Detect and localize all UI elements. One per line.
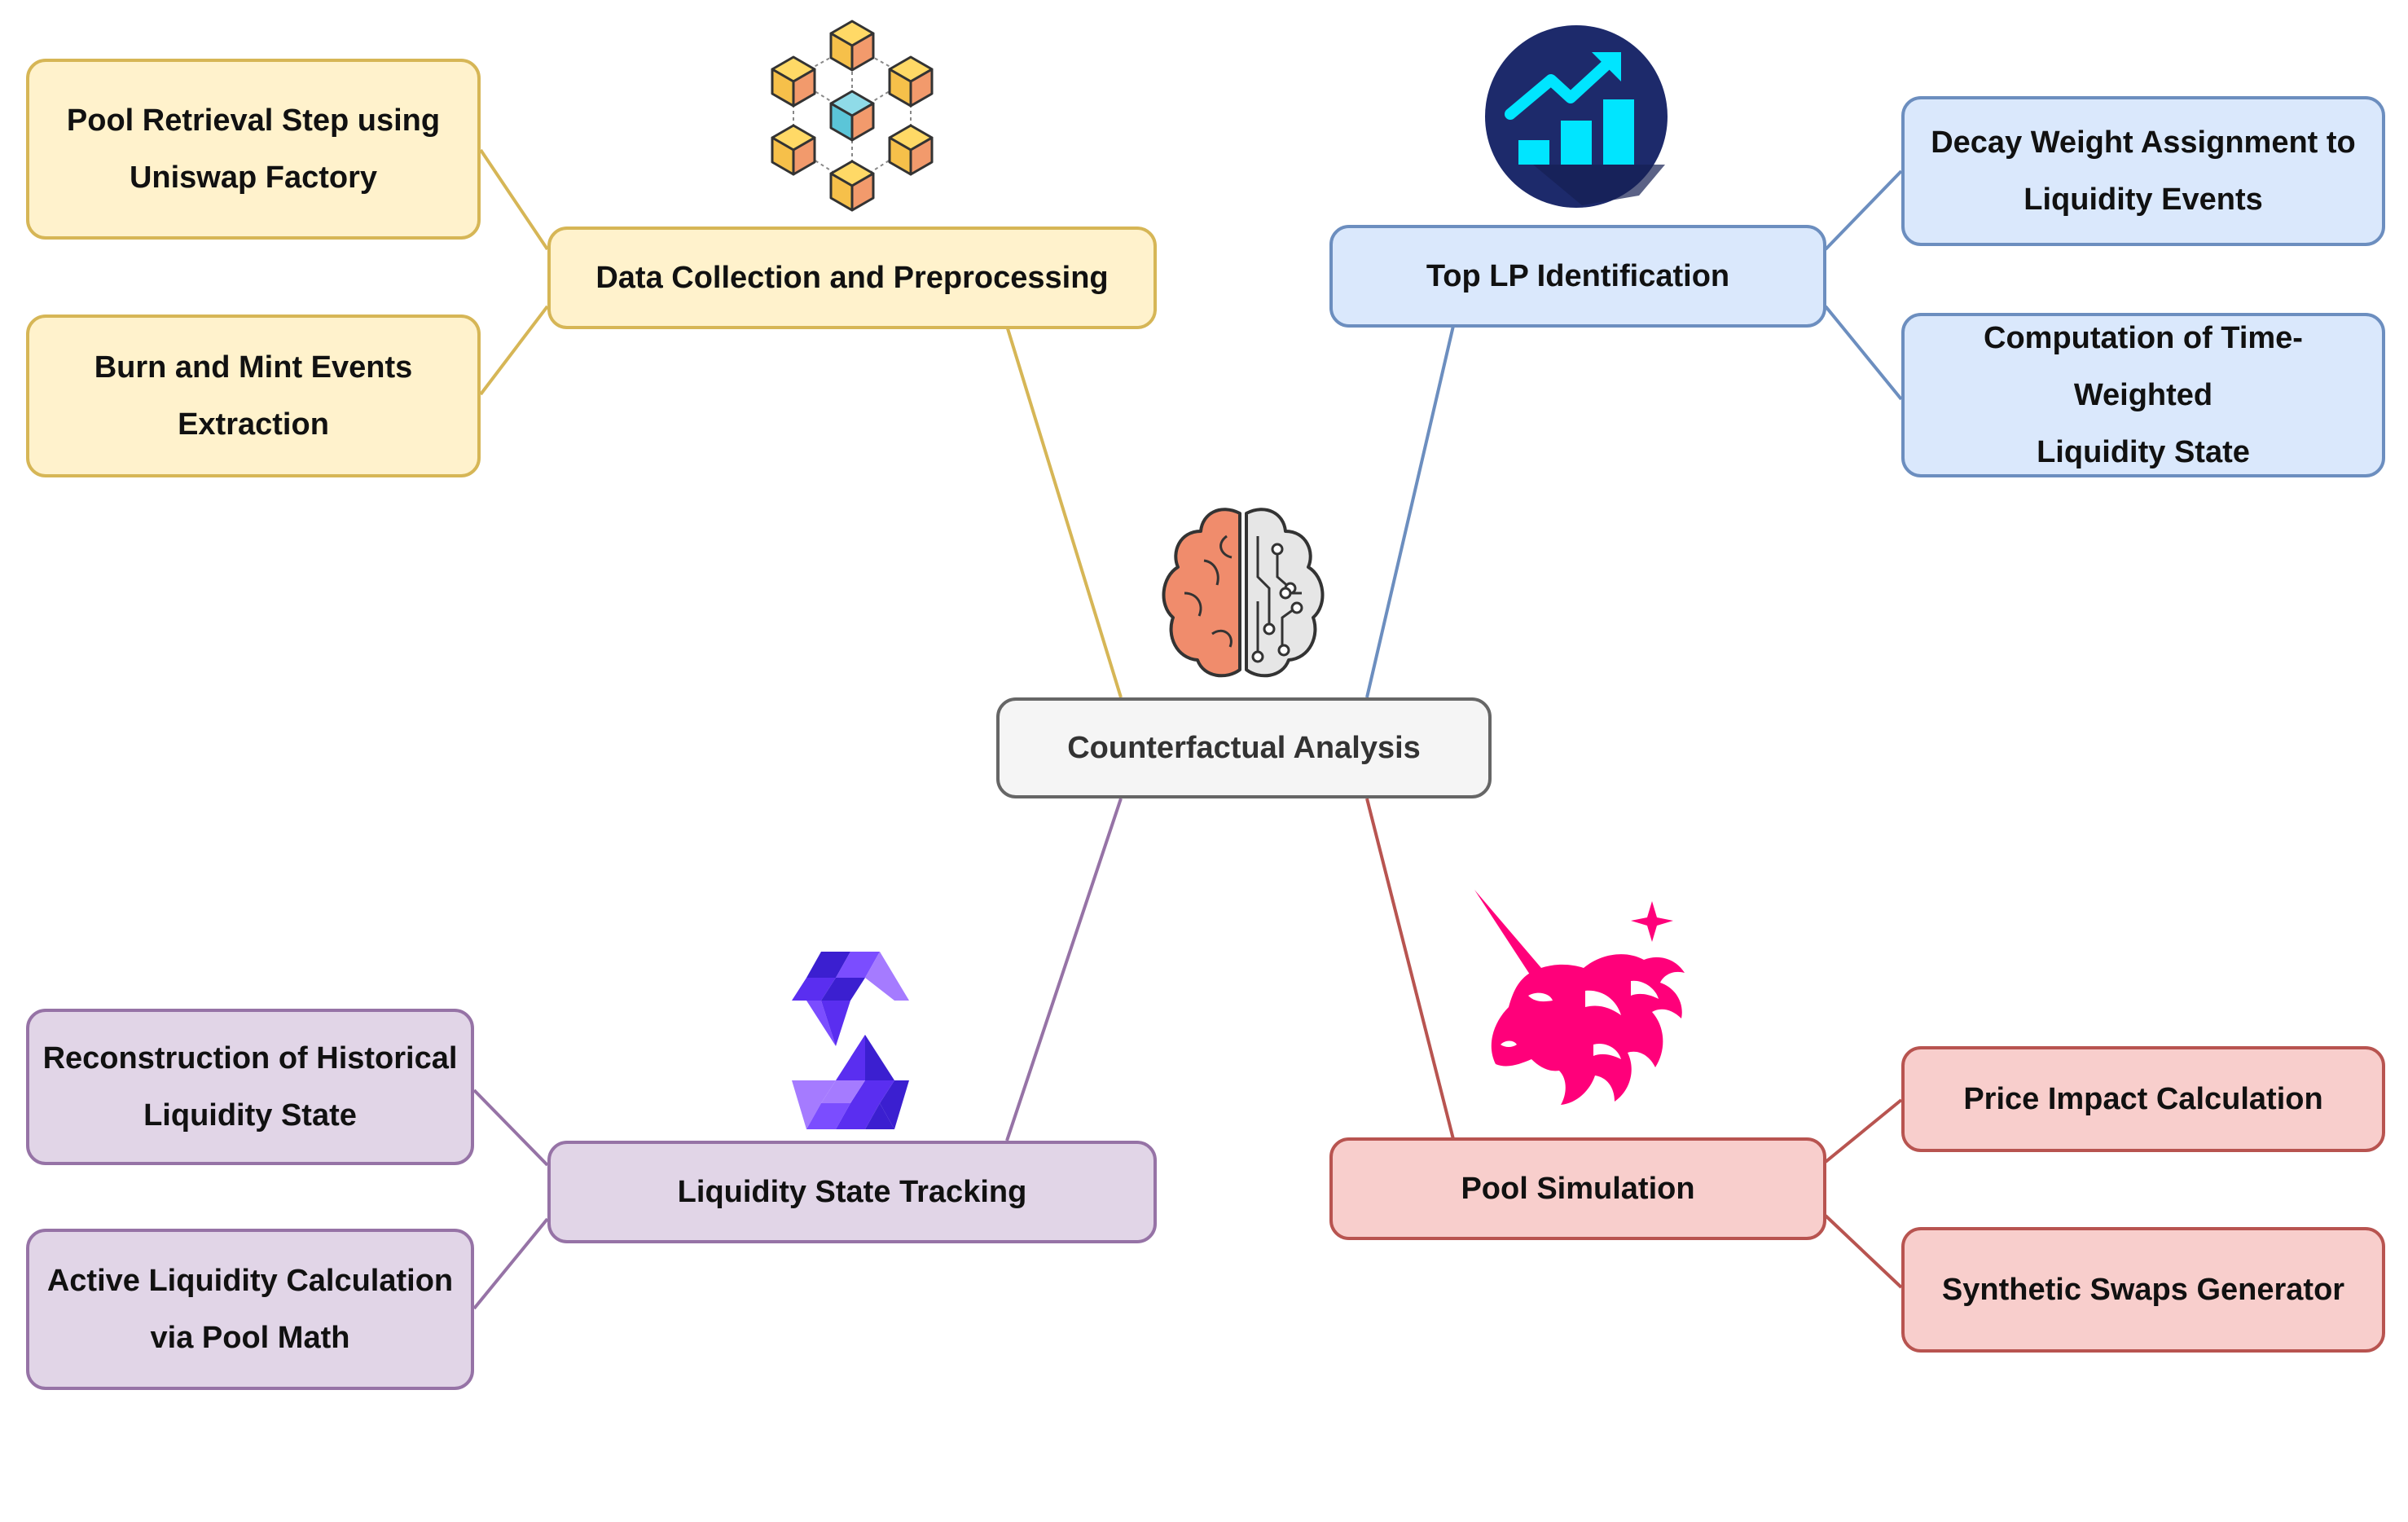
branch-liquidity-tracking: Liquidity State Tracking [547,1141,1157,1243]
brain-circuit-icon [1162,508,1325,678]
center-node: Counterfactual Analysis [996,697,1492,798]
branch-liquidity-title: Liquidity State Tracking [677,1175,1027,1209]
child-reconstruction-line1: Reconstruction of Historical [42,1041,458,1076]
child-price-impact-label: Price Impact Calculation [1963,1082,2323,1116]
child-synthetic-swaps: Synthetic Swaps Generator [1901,1227,2385,1353]
connector-data-child2 [479,305,549,396]
child-price-impact: Price Impact Calculation [1901,1046,2385,1152]
connector-liquidity-child1 [472,1089,549,1167]
child-decay-weight: Decay Weight Assignment to Liquidity Eve… [1901,96,2385,246]
connector-toplp-center [1365,325,1455,698]
child-active-liquidity: Active Liquidity Calculation via Pool Ma… [26,1229,474,1390]
connector-data-child1 [479,148,549,251]
child-pool-retrieval: Pool Retrieval Step using Uniswap Factor… [26,59,481,240]
branch-pool-title: Pool Simulation [1461,1172,1695,1206]
connector-liquidity-child2 [472,1217,549,1310]
child-burn-mint: Burn and Mint Events Extraction [26,315,481,477]
child-burn-mint-line1: Burn and Mint Events [94,350,413,385]
child-active-liquidity-line1: Active Liquidity Calculation [46,1264,454,1298]
branch-top-lp: Top LP Identification [1329,225,1826,328]
connector-toplp-child2 [1824,305,1903,401]
child-decay-weight-line2: Liquidity Events [2024,183,2263,217]
connector-pool-center [1365,798,1455,1140]
branch-pool-simulation: Pool Simulation [1329,1137,1826,1240]
child-active-liquidity-line2: via Pool Math [150,1321,350,1355]
connector-data-center [1005,325,1123,698]
child-pool-retrieval-line2: Uniswap Factory [129,161,378,195]
branch-data-title: Data Collection and Preprocessing [595,261,1109,295]
branch-data-collection: Data Collection and Preprocessing [547,227,1157,329]
growth-chart-icon [1485,25,1668,208]
branch-toplp-title: Top LP Identification [1426,259,1730,293]
child-reconstruction-line2: Liquidity State [143,1098,357,1133]
child-decay-weight-line1: Decay Weight Assignment to [1931,125,2356,160]
center-label: Counterfactual Analysis [1067,731,1421,765]
solidity-logo-icon [792,952,909,1129]
child-time-weighted-line1: Computation of Time-Weighted [1984,321,2303,412]
connector-toplp-child1 [1824,169,1903,251]
child-reconstruction: Reconstruction of Historical Liquidity S… [26,1009,474,1165]
uniswap-unicorn-icon [1474,890,1685,1105]
blockchain-cubes-icon [771,20,934,212]
child-synthetic-swaps-label: Synthetic Swaps Generator [1941,1273,2345,1307]
child-time-weighted-line2: Liquidity State [2037,435,2250,469]
connector-liquidity-center [1005,798,1123,1142]
connector-pool-child2 [1824,1214,1903,1289]
child-burn-mint-line2: Extraction [178,407,329,442]
connector-pool-child1 [1824,1098,1903,1163]
child-time-weighted: Computation of Time-Weighted Liquidity S… [1901,313,2385,477]
child-pool-retrieval-line1: Pool Retrieval Step using [66,103,441,138]
